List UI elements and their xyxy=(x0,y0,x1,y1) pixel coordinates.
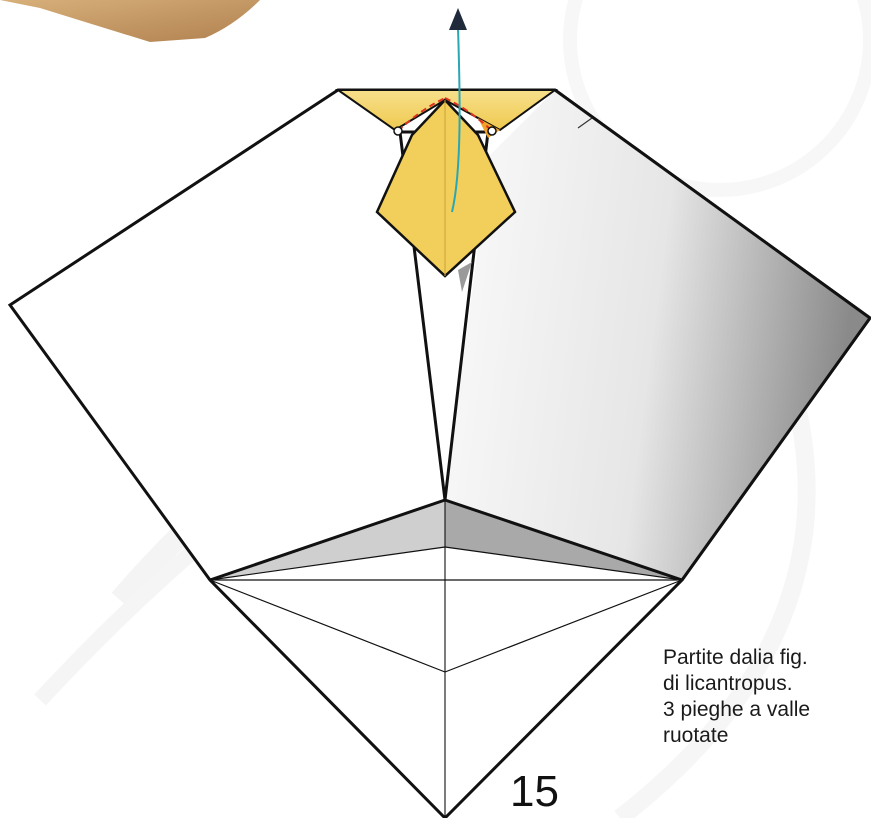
left-marker-dot xyxy=(394,127,402,135)
photo-fragment xyxy=(0,0,260,42)
right-marker-dot xyxy=(488,127,496,135)
caption-line-2: di licantropus. xyxy=(663,671,810,697)
step-number: 15 xyxy=(510,770,559,814)
caption-line-1: Partite dalia fig. xyxy=(663,645,810,671)
instruction-caption: Partite dalia fig. di licantropus. 3 pie… xyxy=(663,645,810,749)
caption-line-3: 3 pieghe a valle xyxy=(663,697,810,723)
arrow-head-icon xyxy=(449,8,467,30)
caption-line-4: ruotate xyxy=(663,723,810,749)
